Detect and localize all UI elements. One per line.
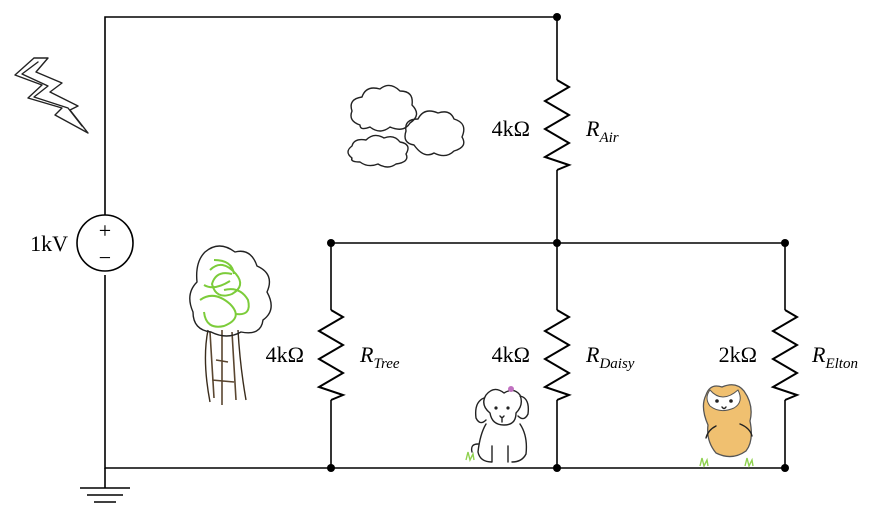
resistor-air: 4kΩ RAir — [492, 79, 619, 171]
resistor-air-zigzag — [542, 79, 572, 171]
resistor-tree-name: RTree — [359, 342, 400, 372]
voltage-source: + − 1kV — [30, 214, 134, 272]
source-plus: + — [99, 218, 111, 243]
resistor-tree-value: 4kΩ — [266, 342, 304, 367]
resistor-air-value: 4kΩ — [492, 116, 530, 141]
wires — [104, 16, 786, 488]
junction-dot — [327, 464, 335, 472]
top-wire — [104, 16, 558, 247]
junctions — [327, 13, 789, 472]
resistor-daisy-zigzag — [542, 309, 572, 401]
junction-dot — [553, 13, 561, 21]
source-voltage-label: 1kV — [30, 231, 68, 256]
resistor-elton: 2kΩ RElton — [719, 309, 858, 401]
resistor-elton-name: RElton — [811, 342, 858, 372]
resistor-air-name: RAir — [585, 116, 619, 146]
resistor-daisy-name: RDaisy — [585, 342, 635, 372]
source-minus: − — [99, 245, 111, 270]
junction-dot — [781, 464, 789, 472]
bottom-rail — [104, 275, 785, 469]
junction-dot — [781, 239, 789, 247]
ground-icon — [80, 487, 130, 503]
voltage-source-circle — [76, 214, 134, 272]
junction-dot — [553, 239, 561, 247]
resistor-elton-zigzag — [770, 309, 800, 401]
resistor-elton-value: 2kΩ — [719, 342, 757, 367]
junction-dot — [327, 239, 335, 247]
junction-dot — [553, 464, 561, 472]
lightning-icon — [14, 57, 89, 134]
cloud-icon — [347, 84, 465, 168]
hamster-icon — [699, 384, 754, 469]
resistor-tree: 4kΩ RTree — [266, 309, 400, 401]
tree-icon — [189, 245, 272, 405]
resistor-tree-zigzag — [316, 309, 346, 401]
resistor-daisy: 4kΩ RDaisy — [492, 309, 635, 401]
resistor-daisy-value: 4kΩ — [492, 342, 530, 367]
dog-icon — [465, 386, 530, 463]
